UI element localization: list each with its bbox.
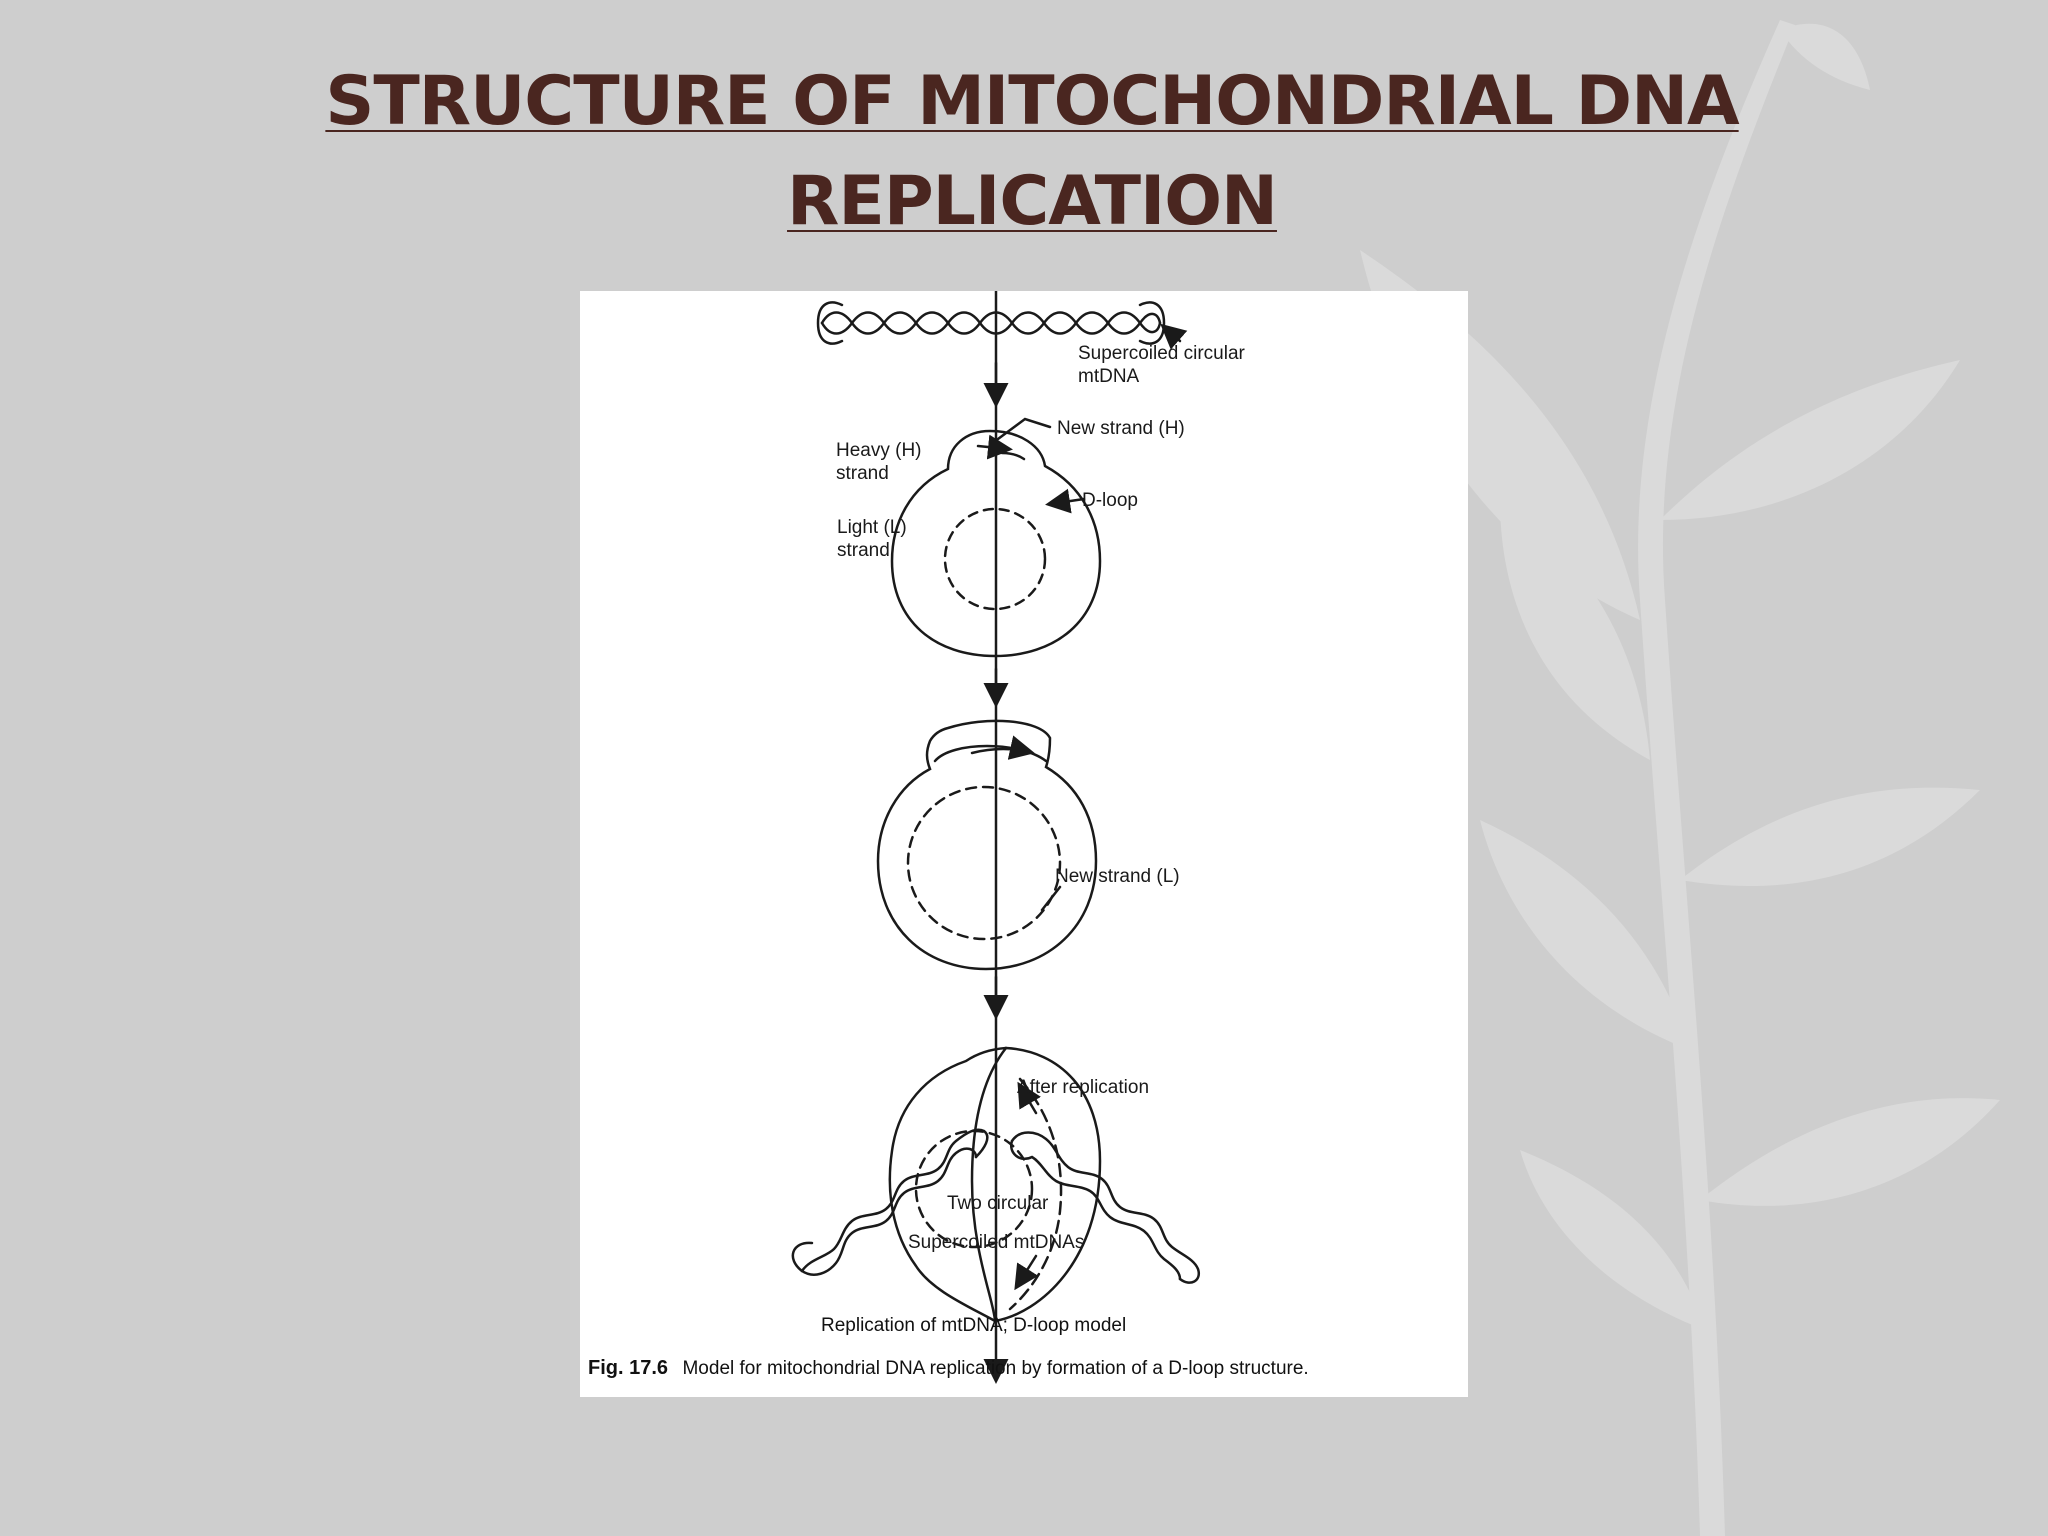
- label-new-strand-h: New strand (H): [1057, 418, 1185, 439]
- new-strand-l-pointer: [1040, 885, 1062, 912]
- slide-title-line-1: STRUCTURE OF MITOCHONDRIAL DNA: [325, 62, 1739, 141]
- supercoiled-pointer: [1160, 323, 1188, 350]
- new-strand-h-pointer: [996, 417, 1052, 441]
- figure-caption-text: Model for mitochondrial DNA replication …: [682, 1358, 1308, 1379]
- label-light-strand: Light (L): [837, 517, 907, 538]
- new-strand-l-arrow-up: [1017, 1081, 1041, 1115]
- dloop-diagram: Supercoiled circular mtDNA New strand (H…: [816, 291, 1246, 1384]
- slide-title: STRUCTURE OF MITOCHONDRIAL DNA REPLICATI…: [0, 52, 2048, 252]
- dloop-pointer: [1045, 488, 1086, 514]
- dloop-diagram-lower: New strand (L) After replication Two cir…: [588, 866, 1309, 1379]
- figure-caption-number: Fig. 17.6: [588, 1357, 668, 1379]
- new-strand-l-arrow-down: [1014, 1254, 1039, 1291]
- label-light-strand-2: strand: [837, 540, 890, 561]
- label-mtdna: mtDNA: [1078, 366, 1140, 387]
- label-heavy-strand: Heavy (H): [836, 440, 922, 461]
- slide-title-line-2: REPLICATION: [787, 162, 1278, 241]
- daughter-mtdna-left-shape: [791, 1128, 989, 1276]
- label-new-strand-l: New strand (L): [1055, 866, 1180, 887]
- figure-subcaption: Replication of mtDNA; D-loop model: [821, 1315, 1126, 1336]
- label-after-replication: After replication: [1017, 1077, 1149, 1098]
- dloop-replication-figure: Supercoiled circular mtDNA New strand (H…: [580, 291, 1468, 1397]
- figure-caption: Fig. 17.6 Model for mitochondrial DNA re…: [588, 1357, 1309, 1379]
- new-strand-h-arrow: [976, 434, 1013, 460]
- label-d-loop: D-loop: [1082, 490, 1138, 511]
- label-supercoiled-circular: Supercoiled circular: [1078, 343, 1246, 364]
- dloop-expansion-shape: [876, 719, 1098, 971]
- label-two-circular: Two circular: [947, 1193, 1049, 1214]
- dloop-expansion-arrow: [970, 735, 1035, 760]
- label-supercoiled-mtdnas: Supercoiled mtDNAs: [908, 1232, 1084, 1253]
- label-heavy-strand-2: strand: [836, 463, 889, 484]
- daughter-mtdna-right-shape: [1009, 1131, 1201, 1284]
